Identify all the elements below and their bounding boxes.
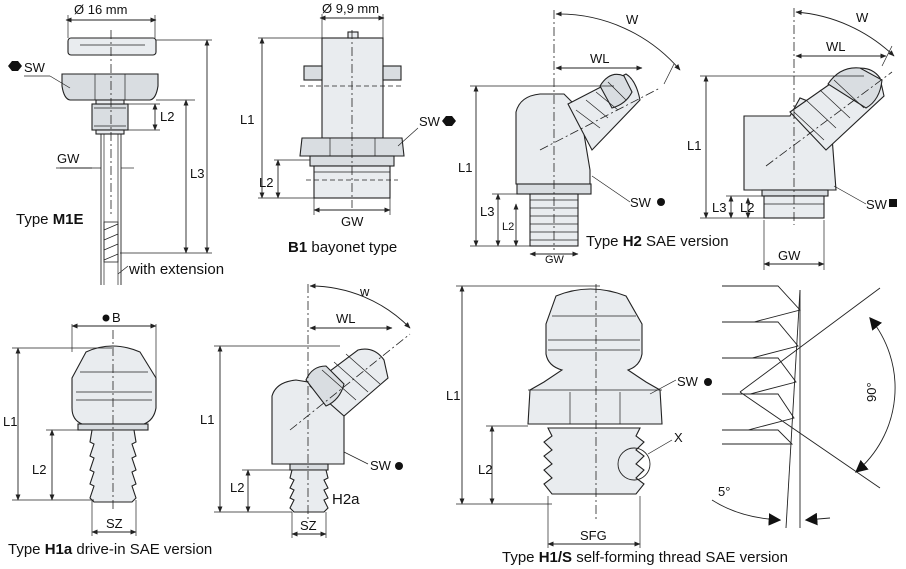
- fitting-h1s: X L1 L2 SFG SW Type H1/S self-forming th…: [446, 284, 788, 566]
- m1e-gw-label: GW: [57, 151, 80, 166]
- b1-caption-type: B1: [288, 239, 307, 256]
- b1-gw-label: GW: [341, 214, 364, 229]
- h2sq-gw-label: GW: [778, 248, 801, 263]
- m1e-caption: Type M1E: [16, 211, 84, 228]
- b1-caption-suffix: bayonet type: [307, 239, 397, 256]
- m1e-extension-label: with extension: [128, 261, 224, 278]
- h1a-caption-type: H1a: [45, 541, 73, 558]
- hex-symbol-icon: [8, 61, 22, 71]
- h2sq-wl-label: WL: [826, 39, 846, 54]
- h1a-caption-prefix: Type: [8, 541, 45, 558]
- h1a-caption: Type H1a drive-in SAE version: [8, 541, 212, 558]
- h2-caption-type: H2: [623, 233, 642, 250]
- round-symbol-icon: [704, 378, 712, 386]
- h1s-caption: Type H1/S self-forming thread SAE versio…: [502, 549, 788, 566]
- b1-l1-label: L1: [240, 112, 254, 127]
- angle-5-label: 5°: [718, 484, 730, 499]
- h2sq-sw-label: SW: [866, 197, 888, 212]
- h2a-wl-label: WL: [336, 311, 356, 326]
- b1-diameter-label: Ø 9,9 mm: [322, 1, 379, 16]
- h1s-sfg-label: SFG: [580, 528, 607, 543]
- h2a-sw-label: SW: [370, 458, 392, 473]
- m1e-l3-label: L3: [190, 166, 204, 181]
- h1a-sz-label: SZ: [106, 516, 123, 531]
- h2-caption-suffix: SAE version: [642, 233, 729, 250]
- m1e-sw-label: SW: [24, 60, 46, 75]
- m1e-diameter-label: Ø 16 mm: [74, 2, 127, 17]
- h1s-caption-suffix: self-forming thread SAE version: [572, 549, 788, 566]
- h2-l2-label: L2: [502, 221, 514, 233]
- b1-sw-label: SW: [419, 114, 441, 129]
- h1s-l1-label: L1: [446, 388, 460, 403]
- round-symbol-icon: [102, 314, 110, 322]
- h1a-b-label: B: [112, 310, 121, 325]
- b1-l2-label: L2: [259, 175, 273, 190]
- h2sq-l2-label: L2: [740, 200, 754, 215]
- h1s-l2-label: L2: [478, 462, 492, 477]
- h2-wl-label: WL: [590, 51, 610, 66]
- h2-sw-label: SW: [630, 195, 652, 210]
- angle-90-label: 90°: [864, 382, 879, 402]
- h2sq-w-label: W: [856, 10, 869, 25]
- h1a-l2-label: L2: [32, 462, 46, 477]
- h2-gw-label: GW: [545, 254, 565, 266]
- fitting-h2: W WL L1 L3 L2 GW SW Type H2 SAE version: [458, 10, 729, 266]
- h2-caption: Type H2 SAE version: [586, 233, 729, 250]
- h2-l1-label: L1: [458, 160, 472, 175]
- h2sq-l3-label: L3: [712, 200, 726, 215]
- h1s-caption-type: H1/S: [539, 549, 572, 566]
- thread-detail-x: 90° 5°: [711, 285, 896, 529]
- m1e-caption-prefix: Type: [16, 211, 53, 228]
- round-symbol-icon: [395, 462, 403, 470]
- m1e-caption-type: M1E: [53, 211, 84, 228]
- fitting-h1a: B L1 L2 SZ Type H1a drive-in SAE version: [3, 310, 212, 558]
- h2a-type-label: H2a: [332, 491, 360, 508]
- h2a-l1-label: L1: [200, 412, 214, 427]
- h1s-x-label: X: [674, 430, 683, 445]
- hex-symbol-icon: [442, 116, 456, 126]
- h2-l3-label: L3: [480, 204, 494, 219]
- h2a-l2-label: L2: [230, 480, 244, 495]
- h2a-w-label: w: [359, 284, 370, 299]
- fitting-h2a: w WL L1 L2 SZ SW H2a: [200, 283, 411, 538]
- m1e-l2-label: L2: [160, 109, 174, 124]
- h2sq-l1-label: L1: [687, 138, 701, 153]
- h2a-sz-label: SZ: [300, 518, 317, 533]
- h2-caption-prefix: Type: [586, 233, 623, 250]
- round-symbol-icon: [657, 198, 665, 206]
- b1-caption: B1 bayonet type: [288, 239, 397, 256]
- h1a-caption-suffix: drive-in SAE version: [72, 541, 212, 558]
- h1a-l1-label: L1: [3, 414, 17, 429]
- fitting-m1e: Ø 16 mm L3 L2: [8, 2, 224, 285]
- fitting-h2-square: W WL L1 L3 L2 GW SW: [687, 8, 897, 270]
- square-symbol-icon: [889, 199, 897, 207]
- h1s-sw-label: SW: [677, 374, 699, 389]
- h2-w-label: W: [626, 12, 639, 27]
- fitting-b1: Ø 9,9 mm L1 L2 GW SW B1 bayone: [240, 1, 456, 256]
- h1s-caption-prefix: Type: [502, 549, 539, 566]
